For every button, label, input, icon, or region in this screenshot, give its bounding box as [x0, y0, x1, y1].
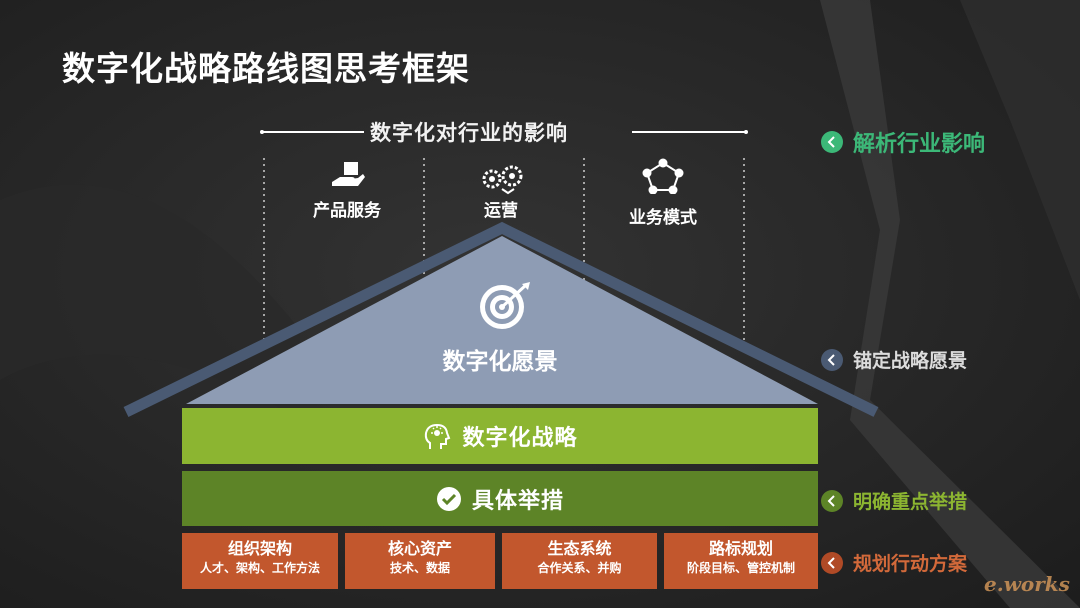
side-label-text: 规划行动方案 — [853, 553, 968, 575]
gears-icon — [482, 165, 523, 195]
action-box-roadmap: 路标规划 阶段目标、管控机制 — [664, 533, 818, 589]
page-title: 数字化战略路线图思考框架 — [62, 49, 470, 88]
vision-label: 数字化愿景 — [442, 349, 558, 375]
action-box-subtitle: 技术、数据 — [389, 561, 450, 575]
impact-col-product-service: 产品服务 — [313, 201, 381, 221]
check-circle-icon — [436, 486, 462, 512]
action-box-subtitle: 阶段目标、管控机制 — [686, 561, 795, 575]
side-label-text: 解析行业影响 — [853, 132, 986, 157]
measures-label: 具体举措 — [471, 488, 564, 514]
strategy-band: 数字化战略 — [182, 408, 818, 464]
network-icon — [642, 158, 684, 194]
impact-col-business-model: 业务模式 — [629, 208, 697, 228]
impact-col-operations: 运营 — [484, 201, 518, 221]
watermark-logo: e.works — [984, 572, 1070, 596]
side-label-industry-impact: 解析行业影响 — [821, 126, 985, 158]
chevron-left-icon — [821, 489, 843, 512]
side-label-text: 锚定战略愿景 — [853, 350, 968, 372]
chevron-left-icon — [821, 348, 843, 371]
side-label-vision: 锚定战略愿景 — [821, 346, 967, 373]
side-label-text: 明确重点举措 — [853, 491, 968, 513]
side-label-measures: 明确重点举措 — [821, 487, 967, 514]
action-box-title: 组织架构 — [227, 539, 292, 558]
chevron-left-icon — [821, 131, 843, 153]
action-box-subtitle: 人才、架构、工作方法 — [199, 561, 320, 575]
action-box-organization: 组织架构 人才、架构、工作方法 — [182, 533, 338, 589]
target-icon — [480, 282, 530, 329]
action-box-ecosystem: 生态系统 合作关系、并购 — [502, 533, 657, 589]
chevron-left-icon — [821, 551, 843, 574]
strategy-label: 数字化战略 — [462, 426, 578, 451]
measures-band: 具体举措 — [182, 471, 818, 526]
action-box-title: 核心资产 — [387, 539, 452, 558]
action-box-subtitle: 合作关系、并购 — [537, 561, 622, 575]
hand-box-icon — [332, 162, 365, 186]
action-box-title: 路标规划 — [708, 539, 773, 558]
action-box-core-assets: 核心资产 技术、数据 — [345, 533, 495, 589]
head-idea-icon — [422, 421, 452, 451]
side-label-action-plan: 规划行动方案 — [821, 549, 967, 576]
impact-heading: 数字化对行业的影响 — [370, 121, 568, 145]
action-box-title: 生态系统 — [547, 539, 612, 558]
